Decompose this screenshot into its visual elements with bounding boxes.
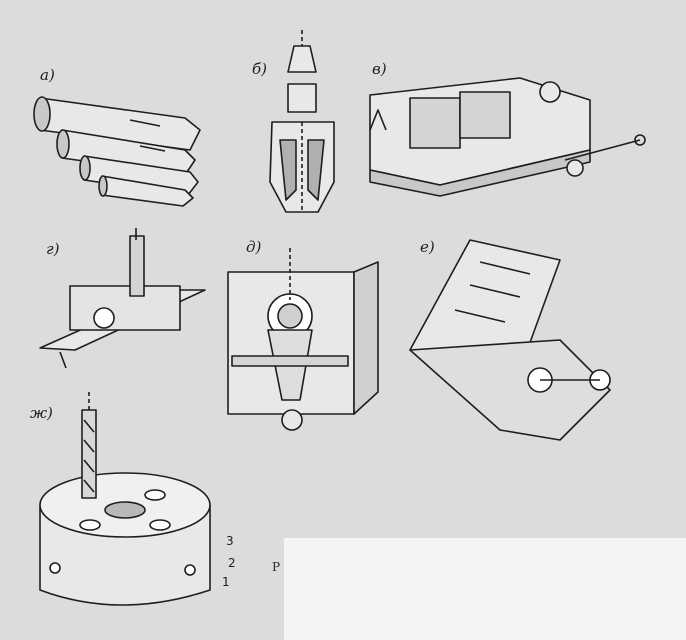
label-b: б) <box>252 60 268 78</box>
caption-patch <box>284 538 686 640</box>
illustration-v-vise <box>369 77 646 197</box>
illustration-g-fixture <box>39 228 206 369</box>
label-v: в) <box>372 60 387 78</box>
illustration-a-sleeves <box>33 96 201 207</box>
illustration-e-tilting-table <box>409 239 611 441</box>
label-a: а) <box>40 66 55 84</box>
illustration-zh-drill-jig <box>39 392 211 606</box>
label-g: г) <box>46 240 60 258</box>
label-zh: ж) <box>30 404 53 422</box>
label-e: е) <box>420 238 435 256</box>
part-number-2: 2 <box>228 556 236 570</box>
label-d: д) <box>246 238 262 256</box>
illustration-d-angle-plate <box>227 248 379 431</box>
figure-caption: Р <box>272 560 281 574</box>
illustration-b-chuck <box>269 30 335 213</box>
part-number-3: 3 <box>226 534 234 548</box>
part-number-1: 1 <box>222 575 230 589</box>
